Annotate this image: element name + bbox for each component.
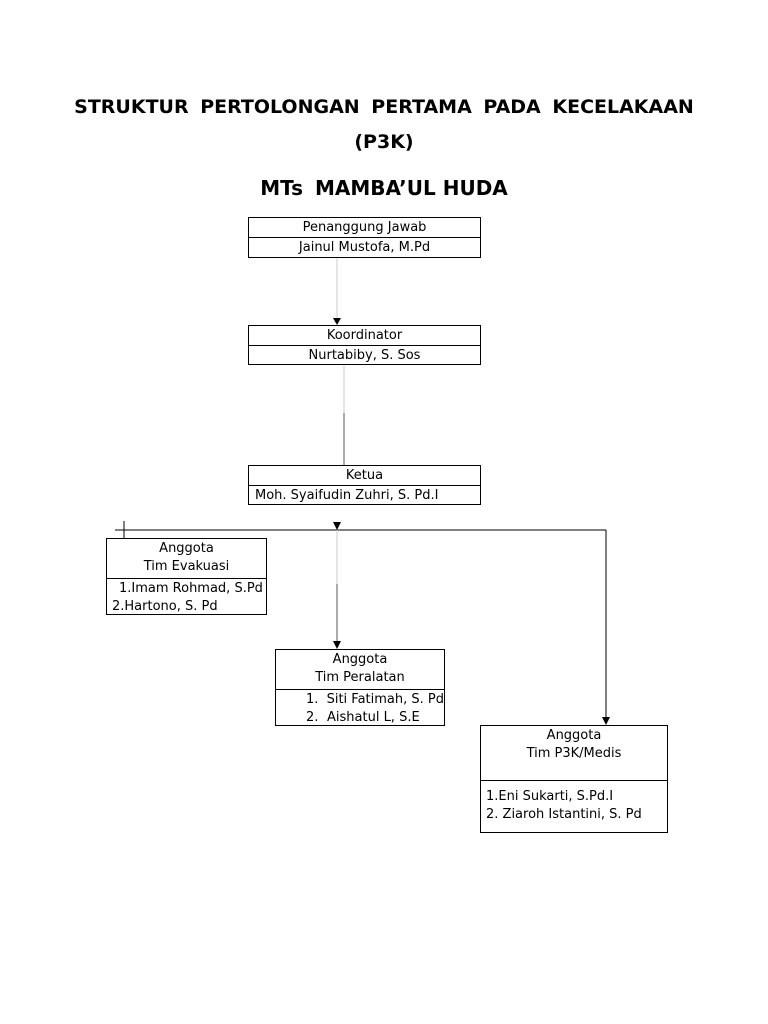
arrowhead-distribution: [333, 522, 341, 530]
node-koordinator: Koordinator Nurtabiby, S. Sos: [248, 325, 481, 365]
node-role: Koordinator: [326, 328, 403, 343]
member-item: 2. Ziaroh Istantini, S. Pd: [486, 807, 642, 822]
node-team: Tim Peralatan: [315, 670, 405, 685]
member-item: 1. Siti Fatimah, S. Pd: [276, 691, 444, 709]
chart-title: STRUKTUR PERTOLONGAN PERTAMA PADA KECELA…: [74, 96, 694, 118]
node-tim-peralatan: Anggota Tim Peralatan 1. Siti Fatimah, S…: [275, 649, 445, 726]
node-label: Anggota: [546, 728, 602, 743]
node-person: Jainul Mustofa, M.Pd: [249, 237, 480, 257]
member-item: 2. Aishatul L, S.E: [276, 709, 444, 727]
member-item: 2.Hartono, S. Pd: [112, 599, 218, 614]
node-person: Moh. Syaifudin Zuhri, S. Pd.I: [249, 485, 480, 505]
node-tim-evakuasi: Anggota Tim Evakuasi 1.Imam Rohmad, S.Pd…: [106, 538, 267, 615]
member-name: Siti Fatimah, S. Pd: [326, 692, 444, 707]
arrowhead-medis: [602, 717, 610, 725]
chart-title-abbreviation: (P3K): [354, 131, 414, 153]
member-name: Aishatul L, S.E: [327, 710, 420, 725]
node-label: Anggota: [332, 652, 388, 667]
node-tim-medis: Anggota Tim P3K/Medis 1.Eni Sukarti, S.P…: [480, 725, 668, 833]
member-number: 1.: [306, 692, 319, 707]
node-team: Tim Evakuasi: [143, 559, 230, 574]
node-role: Ketua: [345, 468, 384, 483]
school-name: MTs MAMBA’UL HUDA: [60, 176, 708, 200]
node-role: Penanggung Jawab: [302, 220, 427, 235]
node-penanggung-jawab: Penanggung Jawab Jainul Mustofa, M.Pd: [248, 217, 481, 258]
arrowhead-peralatan: [333, 641, 341, 649]
node-ketua: Ketua Moh. Syaifudin Zuhri, S. Pd.I: [248, 465, 481, 505]
node-label: Anggota: [159, 541, 214, 556]
node-person: Nurtabiby, S. Sos: [249, 345, 480, 365]
member-item: 1.Imam Rohmad, S.Pd: [119, 581, 263, 596]
arrowhead-koordinator: [333, 318, 341, 325]
node-team: Tim P3K/Medis: [526, 746, 622, 761]
school-title: MAMBA’UL HUDA: [315, 176, 508, 200]
member-item: 1.Eni Sukarti, S.Pd.I: [486, 789, 614, 804]
member-number: 2.: [306, 710, 319, 725]
school-prefix: MTs: [260, 176, 303, 200]
